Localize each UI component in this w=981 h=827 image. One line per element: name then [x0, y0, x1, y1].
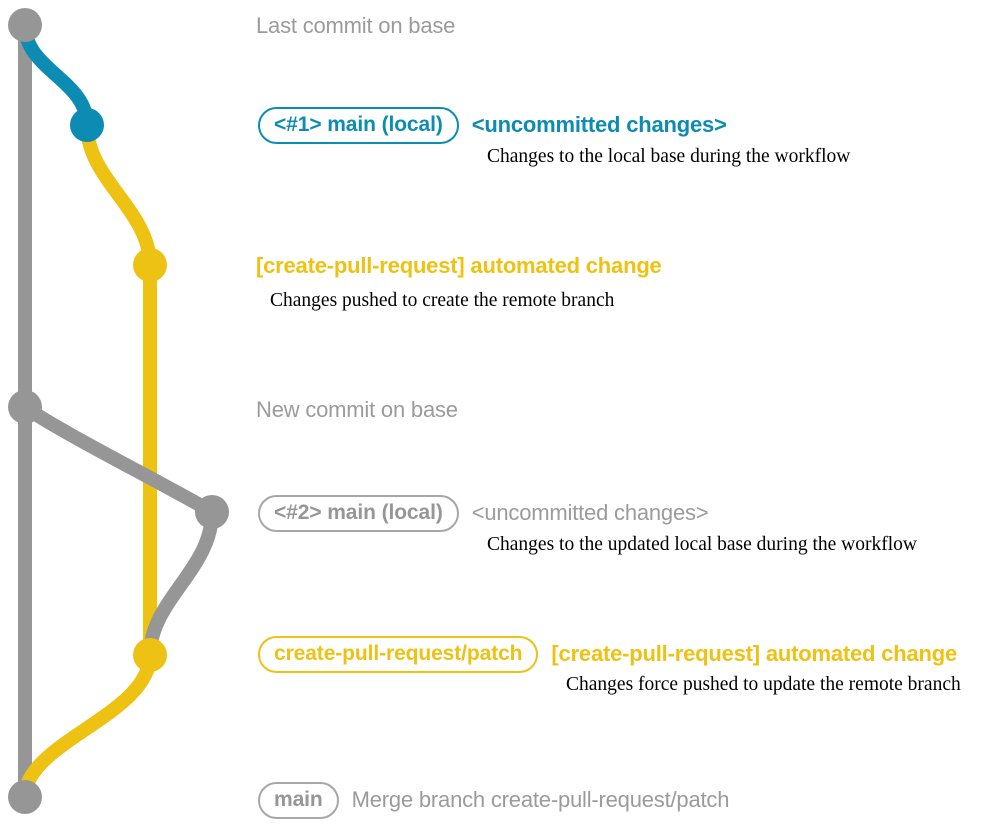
- description-patch-1: Changes pushed to create the remote bran…: [270, 290, 615, 311]
- commit-message-local-2: <uncommitted changes>: [471, 500, 709, 526]
- branch-pill-main[interactable]: main: [258, 782, 339, 819]
- node-local-1: [70, 108, 104, 142]
- edge-base-to-local2: [18, 400, 219, 519]
- row-merge: main Merge branch create-pull-request/pa…: [258, 782, 729, 819]
- commit-nodes: [8, 8, 229, 814]
- edge-patch2-to-merge: [18, 648, 157, 804]
- commit-message-local-1: <uncommitted changes>: [471, 112, 727, 138]
- edge-local2-to-patch2: [143, 505, 219, 662]
- node-local-2: [195, 495, 229, 529]
- description-local-1: Changes to the local base during the wor…: [487, 146, 851, 167]
- node-patch-1: [133, 248, 167, 282]
- branch-pill-local-1[interactable]: <#1> main (local): [258, 107, 459, 144]
- description-local-2: Changes to the updated local base during…: [487, 534, 917, 555]
- commit-message-patch-2: [create-pull-request] automated change: [551, 641, 957, 667]
- edge-local1-to-patch1: [80, 118, 157, 272]
- label-new-commit-on-base: New commit on base: [256, 397, 458, 422]
- branch-pill-create-pull-request-patch[interactable]: create-pull-request/patch: [258, 636, 539, 673]
- label-last-commit-on-base: Last commit on base: [256, 13, 456, 38]
- commit-message-patch-1: [create-pull-request] automated change: [256, 253, 662, 278]
- row-patch-1: [create-pull-request] automated change: [256, 253, 662, 279]
- node-base-last-commit: [8, 8, 42, 42]
- row-local-2: <#2> main (local) <uncommitted changes>: [258, 495, 709, 532]
- row-local-1: <#1> main (local) <uncommitted changes>: [258, 107, 727, 144]
- description-patch-2: Changes force pushed to update the remot…: [566, 674, 961, 695]
- node-merge: [8, 780, 42, 814]
- node-base-new-commit: [8, 390, 42, 424]
- row-patch-2: create-pull-request/patch [create-pull-r…: [258, 636, 957, 673]
- edge-base-to-local1: [18, 18, 94, 132]
- node-patch-2: [133, 638, 167, 672]
- branch-pill-local-2[interactable]: <#2> main (local): [258, 495, 459, 532]
- commit-message-merge: Merge branch create-pull-request/patch: [351, 787, 730, 813]
